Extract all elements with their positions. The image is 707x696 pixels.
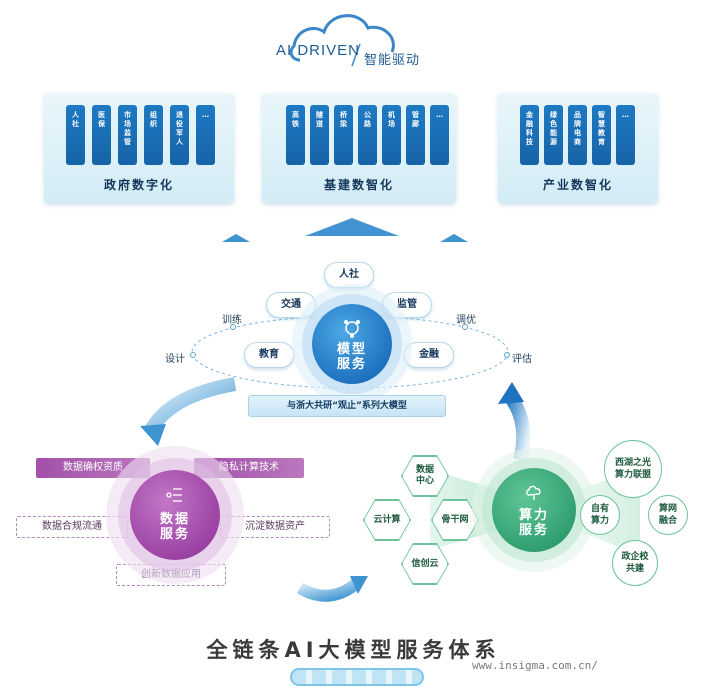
compute-network-fusion: 算网 融合 bbox=[648, 495, 688, 535]
data-tag-assets: 沉淀数据资产 bbox=[220, 516, 330, 538]
orbit-label-tune: 调优 bbox=[456, 315, 476, 326]
panel-item: 退役军人 bbox=[170, 105, 189, 165]
panel-title: 基建数智化 bbox=[323, 178, 394, 192]
panel-title: 产业数智化 bbox=[542, 178, 613, 192]
compute-alliance: 西湖之光 算力联盟 bbox=[604, 440, 662, 498]
panel-item: 机场 bbox=[382, 105, 401, 165]
panel-item: 公路 bbox=[358, 105, 377, 165]
panel-industry: 金融科技 绿色能源 品牌电商 智慧教育 … 产业数智化 bbox=[498, 93, 658, 203]
model-service-node: 模型 服务 bbox=[312, 304, 392, 384]
cloud-jiaoyu: 教育 bbox=[244, 342, 294, 368]
chain-decoration bbox=[290, 668, 424, 686]
model-banner: 与浙大共研“观止”系列大模型 bbox=[248, 395, 446, 417]
panel-item: … bbox=[196, 105, 215, 165]
panel-item: … bbox=[430, 105, 449, 165]
orbit-label-evaluate: 评估 bbox=[512, 354, 532, 365]
cloud-jianguan: 监管 bbox=[382, 292, 432, 318]
panel-item: … bbox=[616, 105, 635, 165]
panel-item: 管廊 bbox=[406, 105, 425, 165]
panel-government: 人社 医保 市场监管 组织 退役军人 … 政府数字化 bbox=[44, 93, 234, 203]
hex-xinchuang-cloud: 信创云 bbox=[402, 544, 448, 584]
model-network-icon bbox=[344, 320, 360, 338]
panel-item: 品牌电商 bbox=[568, 105, 587, 165]
data-tag-rights: 数据确权资质 bbox=[36, 458, 150, 478]
panel-title: 政府数字化 bbox=[103, 178, 174, 192]
panel-item: 桥梁 bbox=[334, 105, 353, 165]
data-service-node: 数据 服务 bbox=[130, 470, 220, 560]
compute-service-node: 算力 服务 bbox=[492, 468, 576, 552]
cloud-jiaotong: 交通 bbox=[266, 292, 316, 318]
curve-arrow-left-icon bbox=[143, 377, 237, 436]
compute-co-build: 政企校 共建 bbox=[612, 540, 658, 586]
model-service-title: 模型 服务 bbox=[336, 342, 367, 372]
up-arrow-right-icon bbox=[440, 234, 468, 242]
data-tag-privacy: 隐私计算技术 bbox=[194, 458, 304, 478]
panel-item: 市场监管 bbox=[118, 105, 137, 165]
brand-title-en: AI DRIVEN bbox=[276, 42, 361, 59]
cloud-jinrong: 金融 bbox=[404, 342, 454, 368]
data-list-icon bbox=[166, 488, 182, 502]
panel-item: 组织 bbox=[144, 105, 163, 165]
orbit-label-design: 设计 bbox=[165, 354, 185, 365]
panel-item: 隧道 bbox=[310, 105, 329, 165]
data-tag-innovation: 创新数据应用 bbox=[116, 564, 226, 586]
panel-item: 金融科技 bbox=[520, 105, 539, 165]
data-service-title: 数据 服务 bbox=[159, 512, 190, 542]
orbit-dot bbox=[504, 352, 510, 358]
compute-service-title: 算力 服务 bbox=[518, 508, 549, 538]
panel-item: 绿色能源 bbox=[544, 105, 563, 165]
cloud-logo-icon bbox=[289, 14, 395, 62]
data-tag-compliance: 数据合规流通 bbox=[16, 516, 128, 538]
orbit-dot bbox=[230, 324, 236, 330]
cloud-renshe: 人社 bbox=[324, 262, 374, 288]
brand-title-cn: 智能驱动 bbox=[364, 53, 421, 68]
compute-own: 自有 算力 bbox=[580, 495, 620, 535]
panel-item: 智慧教育 bbox=[592, 105, 611, 165]
diagram-title: 全链条AI大模型服务体系 bbox=[206, 638, 501, 662]
watermark: www.insigma.com.cn/ bbox=[472, 659, 598, 672]
curve-arrow-bottom-icon bbox=[296, 577, 362, 602]
cloud-compute-icon bbox=[526, 485, 541, 500]
panel-infrastructure: 高铁 隧道 桥梁 公路 机场 管廊 … 基建数智化 bbox=[262, 93, 456, 203]
panel-item: 医保 bbox=[92, 105, 111, 165]
curve-arrow-right-icon bbox=[502, 389, 531, 462]
panel-item: 人社 bbox=[66, 105, 85, 165]
panel-item: 高铁 bbox=[286, 105, 305, 165]
up-arrow-icon bbox=[305, 218, 399, 236]
orbit-dot bbox=[190, 352, 196, 358]
up-arrow-left-icon bbox=[222, 234, 250, 242]
orbit-dot bbox=[462, 324, 468, 330]
orbit-label-train: 训练 bbox=[222, 315, 242, 326]
